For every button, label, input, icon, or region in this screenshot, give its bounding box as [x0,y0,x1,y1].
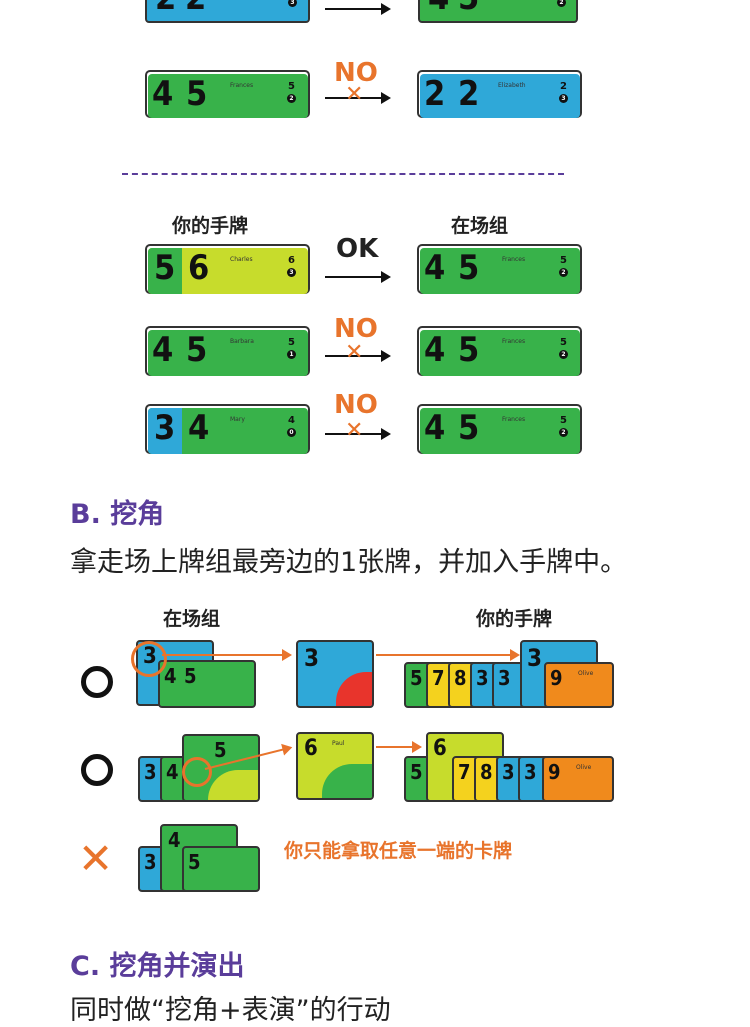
your-hand-label: 你的手牌 [172,215,249,237]
card-green-45-small: 4 5 [158,660,256,708]
circle-ok-icon [81,754,113,786]
highlight-circle [131,641,167,677]
no-label: NO [334,314,378,344]
card-name: Elizabeth [498,82,526,89]
hand-9: 9 Olive [542,756,614,802]
section-c-body: 同时做“挖角+表演”的行动 [70,995,391,1026]
arrow [325,92,391,104]
take-arrow [162,649,292,661]
arrow [325,271,391,283]
arrow [325,350,391,362]
card-name: Frances [230,82,254,89]
card-name: Mary [230,416,245,423]
cross-icon: ✕ [345,418,364,443]
card-name: Frances [502,338,526,345]
card-green-45: 4 5 Frances 5 2 [148,74,308,118]
circle-ok-icon [81,666,113,698]
card-name: Olive [576,764,592,771]
hand-label: 你的手牌 [476,608,553,630]
card-green-45: 4 5 Frances 5 2 [420,330,580,376]
top-arrow [325,3,391,15]
hand-9: 9 Olive [544,662,614,708]
cross-icon: ✕ [345,82,364,107]
on-table-label: 在场组 [451,215,509,237]
card-green-5: 5 [182,846,260,892]
card-name: Barbara [230,338,254,345]
section-b-heading: B. 挖角 [70,499,165,530]
ok-label: OK [336,234,379,264]
card-green-34-mary: 3 4 Mary 4 0 [148,408,308,454]
card-yellowgreen-6-taken: 6 Paul [296,732,374,800]
card-blue-22-top: 2 2 2 3 [145,0,310,23]
arrow [325,428,391,440]
no-label: NO [334,390,378,420]
add-arrow [376,649,520,661]
card-green-45: 4 5 Frances 5 2 [420,408,580,454]
card-name: Charles [230,256,253,263]
card-name: Olive [578,670,594,677]
add-arrow [376,741,422,753]
highlight-circle [182,757,212,787]
card-name: Frances [502,256,526,263]
card-name: Frances [502,416,526,423]
table-label: 在场组 [163,608,221,630]
section-b-body: 拿走场上牌组最旁边的1张牌，并加入手牌中。 [70,547,628,578]
card-blue-3-taken: 3 [296,640,374,708]
card-green-45-barbara: 4 5 Barbara 5 1 [148,330,308,376]
cross-icon: ✕ [345,340,364,365]
note-text: 你只能拿取任意一端的卡牌 [284,840,513,862]
card-green-45: 4 5 Frances 5 2 [420,248,580,294]
card-green-45-top: 4 5 5 2 [418,0,578,23]
cross-icon: ✕ [78,834,114,883]
card-name: Paul [332,740,345,747]
card-yellowgreen-56: 5 6 Charles 6 3 [148,248,308,294]
section-c-heading: C. 挖角并演出 [70,951,245,982]
card-blue-22: 2 2 Elizabeth 2 3 [420,74,580,118]
dashed-divider [122,173,564,175]
no-label: NO [334,58,378,88]
